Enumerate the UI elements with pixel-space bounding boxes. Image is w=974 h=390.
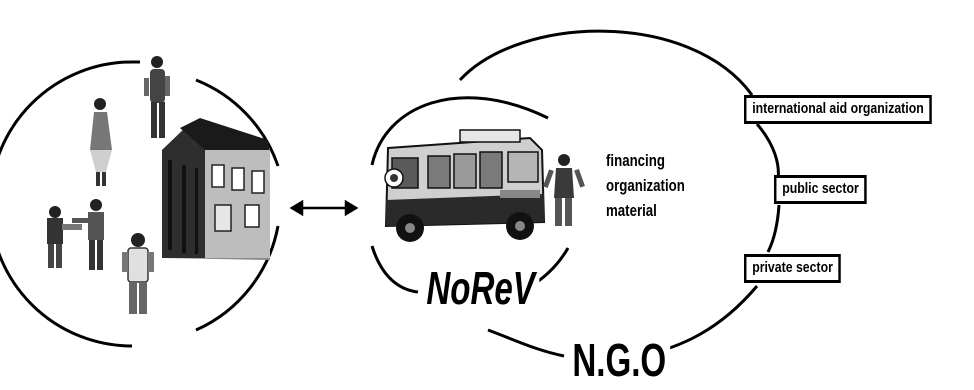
community-circle [0, 60, 280, 348]
person-icon [144, 56, 170, 138]
resource-item: material [606, 201, 657, 220]
partner-box-private-sector: private sector [744, 254, 842, 283]
person-icon [72, 199, 104, 270]
person-icon [122, 233, 154, 314]
ngo-label: N.G.O [568, 335, 671, 385]
person-icon [47, 206, 82, 268]
house-icon [162, 118, 270, 260]
food-truck-van-illustration [384, 129, 546, 242]
person-icon [90, 98, 112, 186]
partner-box-international-aid: international aid organization [744, 95, 932, 124]
norev-label: NoReV [422, 263, 540, 313]
partner-box-public-sector: public sector [774, 175, 867, 204]
standing-person-illustration [542, 154, 585, 226]
double-headed-arrow-icon [289, 199, 359, 217]
resource-item: financing [606, 151, 665, 170]
resource-list: financing organization material [606, 148, 685, 223]
resource-item: organization [606, 176, 685, 195]
community-people-house-illustration [47, 56, 270, 314]
